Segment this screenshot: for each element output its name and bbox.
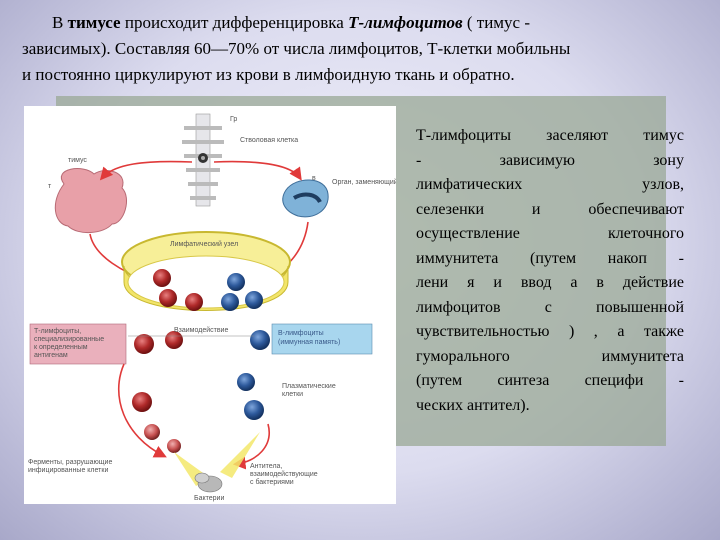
- intro-text: происходит дифференцировка: [120, 13, 349, 32]
- t-cell: [134, 334, 154, 354]
- t-cell: [153, 269, 171, 287]
- intro-line-1: В тимусе происходит дифференцировка Т-ли…: [22, 10, 700, 36]
- intro-paragraph: В тимусе происходит дифференцировка Т-ли…: [22, 10, 700, 88]
- right-line: осуществление клеточного: [416, 225, 684, 242]
- bone-marrow-icon: [182, 113, 224, 207]
- t-cell: [159, 289, 177, 307]
- t-cell: [132, 392, 152, 412]
- b-cell: [245, 291, 263, 309]
- label-stem-cell: Стволовая клетка: [240, 137, 298, 144]
- label-lymph-node: Лимфатический узел: [170, 240, 238, 248]
- right-line: ческих антител).: [416, 396, 530, 414]
- b-lymphocytes-box: [271, 323, 373, 355]
- label-bursa-organ: Орган, заменяющий бурсу: [332, 178, 396, 186]
- intro-text: В: [52, 13, 68, 32]
- label-b-lymphocytes: В-лимфоциты (иммунная память): [278, 330, 340, 346]
- term-thymus: тимусе: [67, 13, 121, 32]
- intro-text: ( тимус -: [462, 13, 531, 32]
- right-line: лимфатических узлов,: [416, 176, 684, 193]
- thymus-icon: [54, 168, 127, 233]
- intro-line-2: зависимых). Составляя 60—70% от числа ли…: [22, 39, 571, 58]
- term-t-lymphocytes: Т-лимфоцитов: [348, 13, 463, 32]
- bursa-organ-icon: [282, 179, 329, 218]
- b-cell: [227, 273, 245, 291]
- t-cell: [167, 439, 181, 453]
- label-t-mark: т: [48, 183, 52, 190]
- right-line: чувствительностью ) , а также: [416, 323, 684, 340]
- t-cell: [144, 424, 160, 440]
- label-bacteria: Бактерии: [194, 495, 224, 502]
- label-gr: Гр: [230, 116, 237, 123]
- right-line: гуморального иммунитета: [416, 347, 684, 365]
- plasma-cell: [237, 373, 255, 391]
- right-line: лени я и ввод а в действие: [416, 274, 684, 291]
- t-lymphocytes-box: [29, 323, 127, 365]
- right-line: (путем синтеза специфи -: [416, 372, 684, 389]
- t-cell: [185, 293, 203, 311]
- label-b-mark: в: [312, 175, 316, 182]
- label-thymus: тимус: [68, 157, 87, 164]
- b-cell: [221, 293, 239, 311]
- diagram-svg: Гр Стволовая клетка тимус т в Орган, зам…: [28, 113, 418, 502]
- label-plasma-cells: Плазматические клетки: [282, 383, 338, 398]
- right-line: - зависимую зону: [416, 151, 684, 169]
- intro-line-3: и постоянно циркулируют из крови в лимфо…: [22, 65, 515, 84]
- label-enzymes: Ферменты, разрушающие инфицированные кле…: [28, 459, 114, 474]
- label-t-lymphocytes: Т-лимфоциты, специализированные к опреде…: [34, 328, 106, 359]
- b-cell: [250, 330, 270, 350]
- label-interaction: Взаимодействие: [174, 326, 228, 334]
- right-line: Т-лимфоциты заселяют тимус: [416, 127, 684, 144]
- label-antibodies: Антитела, взаимодействующие с бактериями: [250, 463, 320, 486]
- right-line: селезенки и обеспечивают: [416, 200, 684, 218]
- right-line: иммунитета (путем накоп -: [416, 249, 684, 267]
- bacteria-icon: [194, 472, 223, 493]
- plasma-cell: [244, 400, 264, 420]
- lymphocyte-diagram: Гр Стволовая клетка тимус т в Орган, зам…: [24, 106, 418, 504]
- t-cell: [165, 331, 183, 349]
- right-line: лимфоцитов с повышенной: [416, 298, 684, 316]
- right-paragraph: Т-лимфоциты заселяют тимус - зависимую з…: [416, 124, 684, 418]
